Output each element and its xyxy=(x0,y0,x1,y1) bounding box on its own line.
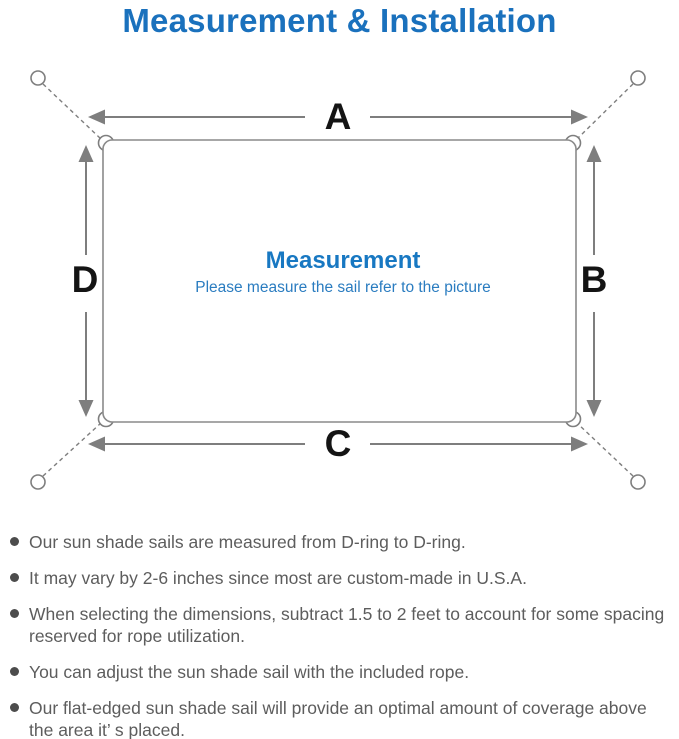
dimension-label-left: D xyxy=(72,259,99,300)
bullet-icon xyxy=(10,573,19,582)
diagram-center-subtitle: Please measure the sail refer to the pic… xyxy=(195,279,491,296)
dimension-label-right: B xyxy=(581,259,608,300)
bullet-icon xyxy=(10,703,19,712)
page-title: Measurement & Installation xyxy=(122,2,557,39)
sail-outline xyxy=(102,139,577,423)
list-item: Our flat-edged sun shade sail will provi… xyxy=(10,697,675,739)
bullet-icon xyxy=(10,667,19,676)
dimension-label-bottom: C xyxy=(325,423,352,464)
note-text: When selecting the dimensions, subtract … xyxy=(29,604,665,646)
anchor-ring-bottom-left xyxy=(30,474,46,490)
list-item: You can adjust the sun shade sail with t… xyxy=(10,661,675,683)
dimension-label-top: A xyxy=(325,96,352,137)
note-text: You can adjust the sun shade sail with t… xyxy=(29,662,470,682)
bullet-icon xyxy=(10,537,19,546)
rope-line-bottom-right xyxy=(576,422,634,477)
bullet-icon xyxy=(10,609,19,618)
anchor-ring-bottom-right xyxy=(630,474,646,490)
rope-line-top-left xyxy=(42,83,102,140)
rope-line-bottom-left xyxy=(42,422,102,477)
dimension-arrow-bottom xyxy=(88,436,588,452)
rope-line-top-right xyxy=(576,83,634,140)
dimension-arrow-top xyxy=(88,109,588,125)
note-text: Our flat-edged sun shade sail will provi… xyxy=(29,698,647,739)
dimension-arrow-left xyxy=(78,145,94,417)
list-item: Our sun shade sails are measured from D-… xyxy=(10,531,675,553)
notes-list: Our sun shade sails are measured from D-… xyxy=(10,531,675,739)
note-text: Our sun shade sails are measured from D-… xyxy=(29,532,466,552)
anchor-ring-top-right xyxy=(630,70,646,86)
dimension-arrow-right xyxy=(586,145,602,417)
diagram-center-title: Measurement xyxy=(266,247,421,274)
note-text: It may vary by 2-6 inches since most are… xyxy=(29,568,527,588)
anchor-ring-top-left xyxy=(30,70,46,86)
list-item: When selecting the dimensions, subtract … xyxy=(10,603,675,647)
measurement-diagram: A C D B Measurement Please measure the s… xyxy=(30,70,646,490)
list-item: It may vary by 2-6 inches since most are… xyxy=(10,567,675,589)
